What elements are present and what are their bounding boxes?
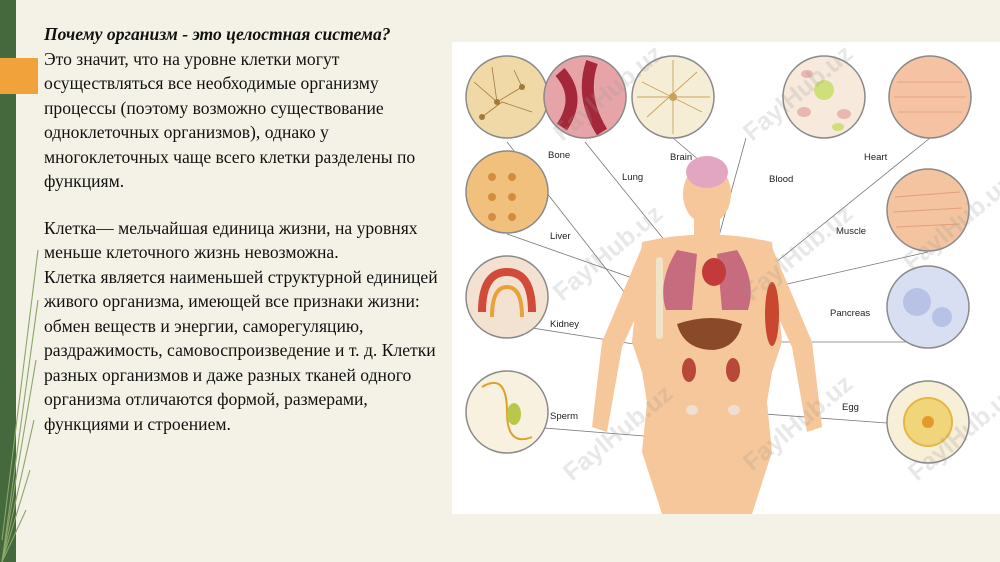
sperm-cells [465,370,549,454]
decorative-lines [1,249,39,562]
blood-cells [782,55,866,139]
kidney-left-organ [682,358,696,382]
slide-title: Почему организм - это целостная система? [44,24,391,44]
ovary-left-organ [686,405,698,415]
bone-cells [465,55,549,139]
brain-organ [686,156,728,188]
bone-organ [656,257,663,339]
brain-cells [631,55,715,139]
label-pancreas: Pancreas [830,308,870,319]
egg-cells [886,380,970,464]
pancreas-cells [886,265,970,349]
text-block: Почему организм - это целостная система?… [44,22,454,436]
muscle-organ [765,282,779,346]
organs [656,156,779,415]
ovary-right-organ [728,405,740,415]
muscle-cells [886,168,970,252]
heart-organ [702,258,726,286]
liver-organ [677,318,742,350]
label-liver: Liver [550,231,571,242]
label-egg: Egg [842,402,859,413]
lung-cells [543,55,627,139]
label-muscle: Muscle [836,226,866,237]
left-strip [0,0,16,562]
label-heart: Heart [864,152,888,163]
heart-cells [888,55,972,139]
kidney-right-organ [726,358,740,382]
body-cells-illustration: Bone Lung Brain Blood Heart Liver Muscle… [465,42,1000,514]
lungs-organ [663,250,751,310]
accent-bar [0,58,38,94]
label-bone: Bone [548,150,570,161]
kidney-cells [465,255,549,339]
label-brain: Brain [670,152,692,163]
spacer [44,194,454,216]
label-sperm: Sperm [550,411,578,422]
paragraph-1: Это значит, что на уровне клетки могут о… [44,48,416,192]
paragraph-3: Клетка является наименьшей структурной е… [44,266,438,434]
label-kidney: Kidney [550,319,579,330]
paragraph-2: Клетка— мельчайшая единица жизни, на уро… [44,217,418,263]
cell-types-figure: Bone Lung Brain Blood Heart Liver Muscle… [452,42,1000,514]
label-lung: Lung [622,172,643,183]
label-blood: Blood [769,174,793,185]
liver-cells [465,150,549,234]
